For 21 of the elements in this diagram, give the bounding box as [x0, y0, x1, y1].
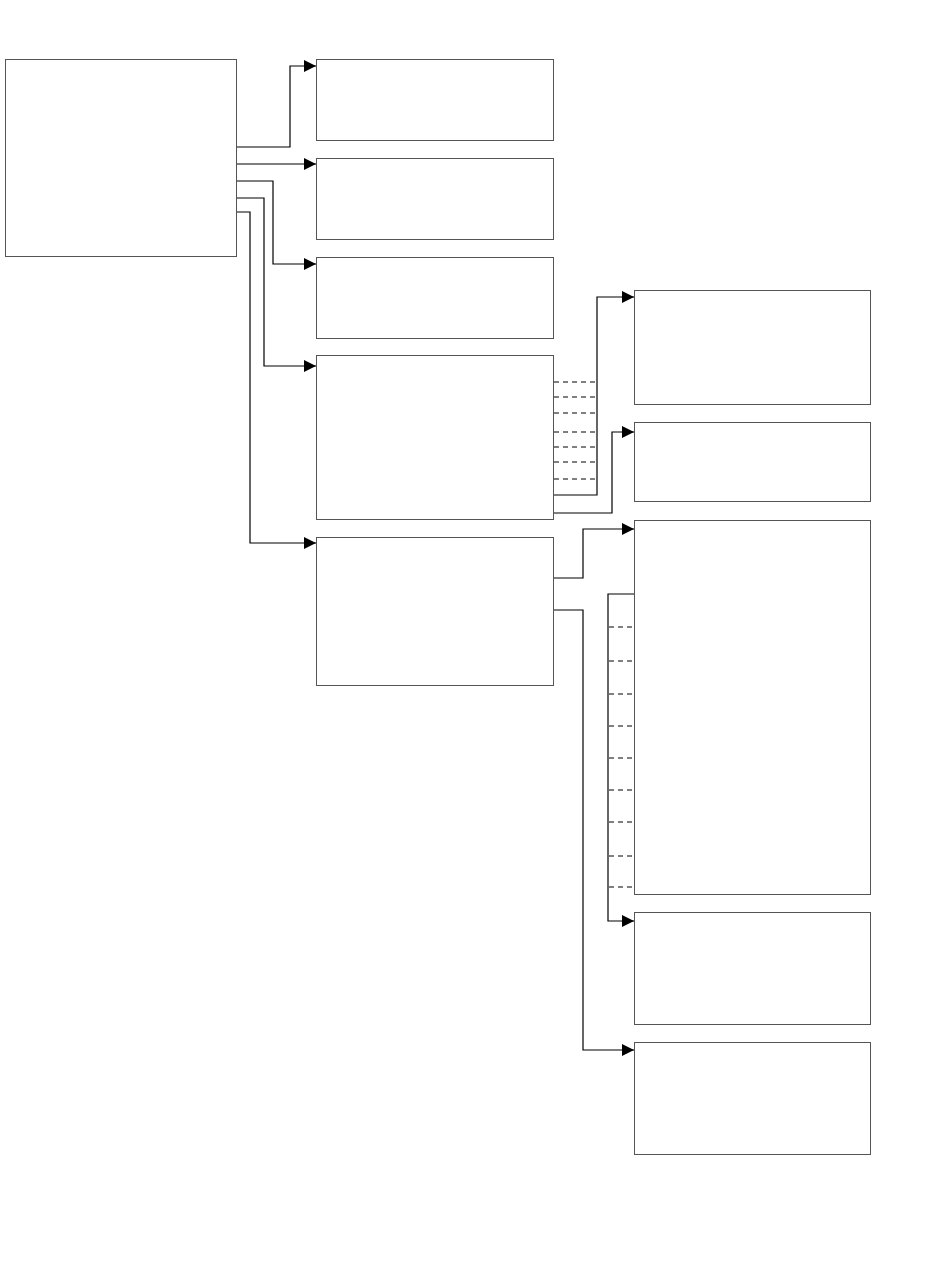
empty-box — [634, 912, 871, 1025]
empty-box — [634, 520, 871, 895]
arrow — [236, 180, 317, 270]
empty-box — [316, 257, 554, 339]
arrow — [553, 523, 635, 579]
empty-box — [316, 537, 554, 686]
empty-box — [634, 1042, 871, 1155]
empty-box — [316, 59, 554, 141]
arrow — [236, 158, 317, 170]
empty-box — [5, 59, 237, 257]
arrow — [607, 593, 635, 927]
arrow — [553, 609, 635, 1056]
arrow — [236, 197, 317, 372]
arrow — [236, 60, 317, 148]
empty-box — [316, 355, 554, 520]
empty-box — [316, 158, 554, 240]
arrow — [553, 426, 635, 514]
empty-box — [634, 290, 871, 405]
arrow — [553, 291, 635, 496]
empty-box — [634, 422, 871, 502]
arrow — [236, 211, 317, 549]
